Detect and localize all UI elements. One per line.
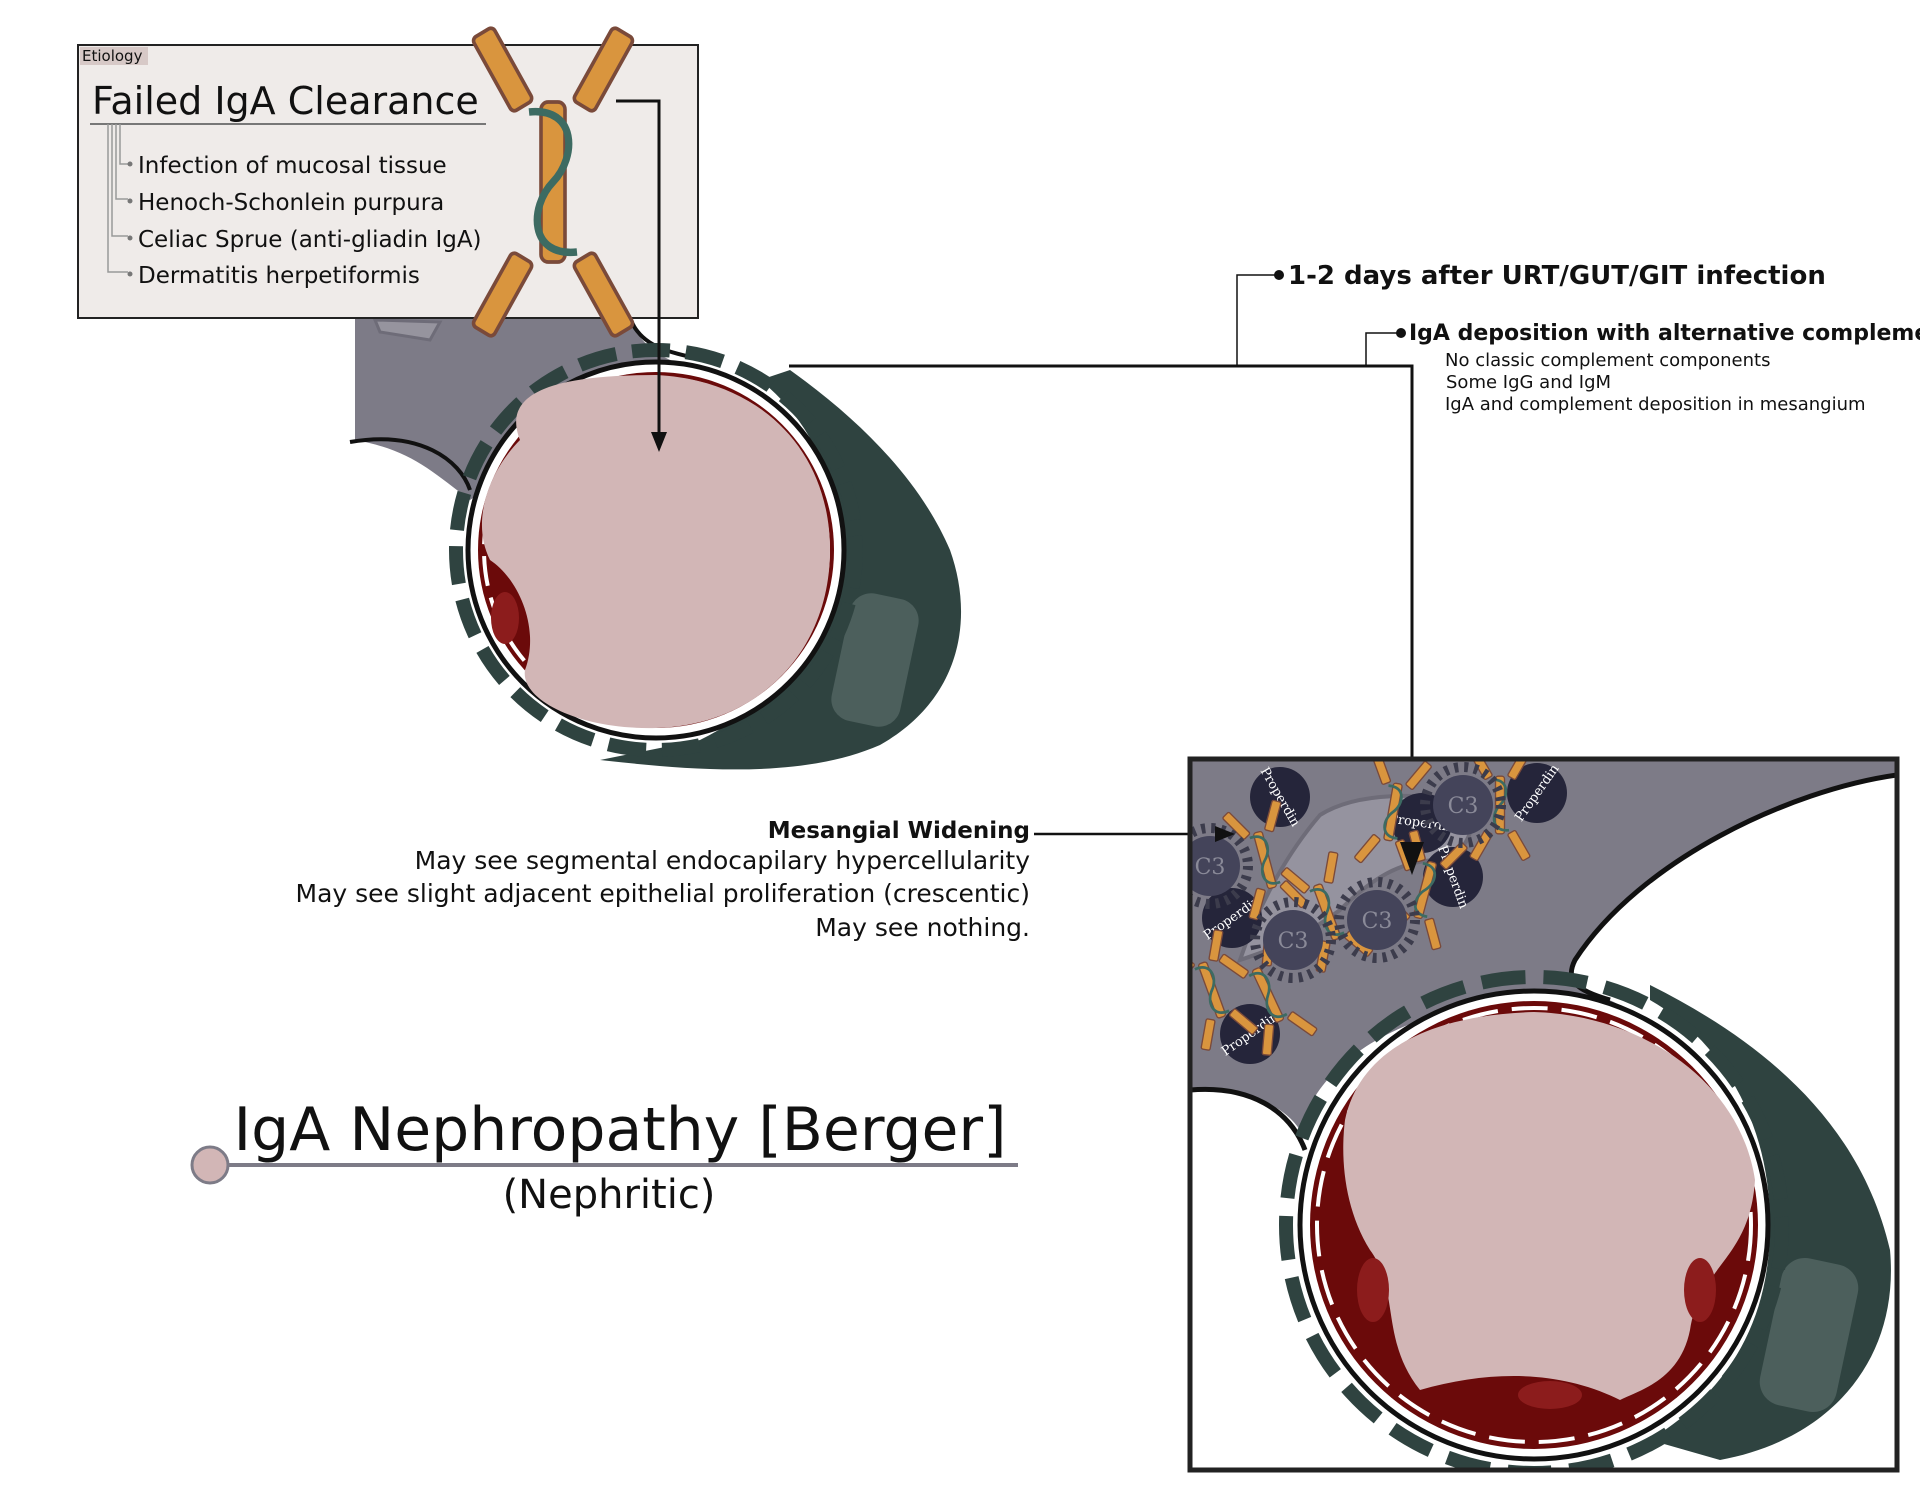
properdin-icon: Properdin — [1250, 765, 1310, 830]
onset-label: 1-2 days after URT/GUT/GIT infection — [1288, 261, 1826, 291]
title-bullet — [190, 1145, 230, 1185]
etiology-title: Failed IgA Clearance — [92, 79, 479, 123]
svg-text:C3: C3 — [1362, 909, 1393, 934]
etiology-tag: Etiology — [82, 47, 143, 65]
svg-text:C3: C3 — [1195, 855, 1226, 880]
arrow-head-icon — [1400, 842, 1424, 875]
arrow-head-icon — [1215, 826, 1235, 842]
arrow-head-icon — [651, 432, 667, 452]
etiology-item: Celiac Sprue (anti-gliadin IgA) — [138, 227, 482, 253]
c3-complement-icon: C3 — [1172, 828, 1248, 904]
deposition-note: IgA and complement deposition in mesangi… — [1445, 394, 1866, 415]
c3-complement-icon: C3 — [1255, 902, 1331, 978]
connector-lines — [616, 99, 1414, 850]
deposition-heading: IgA deposition with alternative compleme… — [1409, 321, 1920, 346]
mesangium-inset: Properdin Properdin Properdin Properdin … — [1172, 756, 1900, 1473]
histology-heading: Mesangial Widening — [768, 818, 1030, 844]
svg-text:C3: C3 — [1448, 794, 1479, 819]
page-title: IgA Nephropathy [Berger] — [233, 1095, 1006, 1165]
histology-note: May see nothing. — [815, 913, 1030, 942]
etiology-item: Dermatitis herpetiformis — [138, 263, 420, 289]
properdin-icon: Properdin — [1507, 761, 1567, 825]
etiology-item: Infection of mucosal tissue — [138, 153, 447, 179]
c3-complement-icon: C3 — [1339, 882, 1415, 958]
c3-complement-icon: C3 — [1425, 767, 1501, 843]
deposition-note: Some IgG and IgM — [1446, 372, 1611, 393]
etiology-box: Etiology Failed IgA Clearance Infection … — [77, 26, 699, 337]
svg-text:C3: C3 — [1278, 929, 1309, 954]
histology-note: May see segmental endocapilary hypercell… — [415, 846, 1031, 875]
page-subtitle: (Nephritic) — [503, 1172, 716, 1218]
top-glomerulus — [349, 317, 962, 770]
deposition-note: No classic complement components — [1445, 350, 1770, 371]
histology-note: May see slight adjacent epithelial proli… — [296, 879, 1031, 908]
etiology-item: Henoch-Schonlein purpura — [138, 190, 444, 216]
